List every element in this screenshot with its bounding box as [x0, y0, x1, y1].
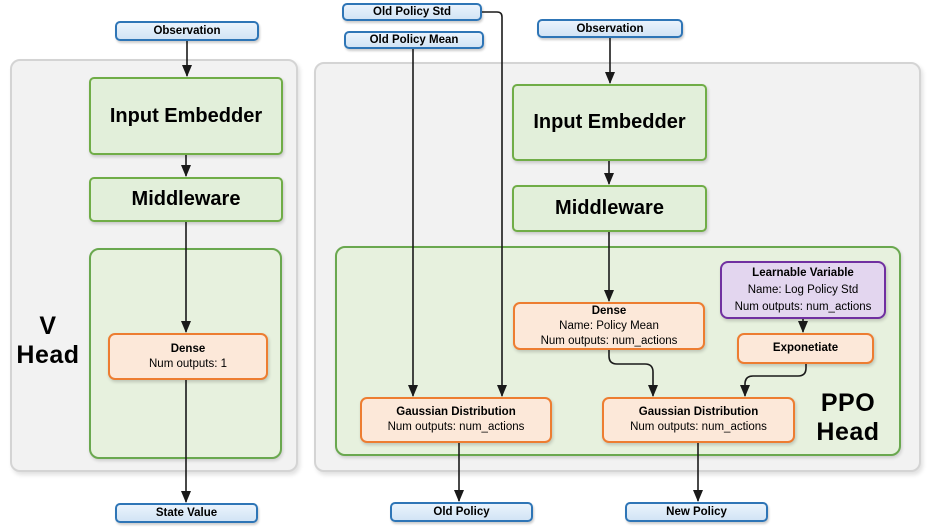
v-head-label-line2: Head: [16, 341, 80, 369]
gaussian-new-outputs: Num outputs: num_actions: [630, 421, 767, 433]
learnable-variable-title: Learnable Variable: [752, 266, 854, 279]
observation-input-ppo-label: Observation: [576, 22, 644, 35]
gaussian-distribution-new: Gaussian Distribution Num outputs: num_a…: [602, 397, 795, 443]
dense-policy-mean-title: Dense: [591, 304, 627, 317]
learnable-variable-name: Name: Log Policy Std: [747, 283, 859, 296]
old-policy-std-label: Old Policy Std: [373, 6, 451, 18]
ppo-head-label-line1: PPO: [820, 389, 876, 417]
dense-v: Dense Num outputs: 1: [108, 333, 268, 380]
state-value-label: State Value: [155, 507, 218, 519]
gaussian-old-title: Gaussian Distribution: [396, 406, 516, 418]
learnable-variable-outputs: Num outputs: num_actions: [734, 300, 872, 313]
input-embedder-ppo-label: Input Embedder: [533, 111, 686, 133]
exponetiate-label: Exponetiate: [772, 342, 839, 354]
exponetiate: Exponetiate: [737, 333, 874, 364]
state-value-output: State Value: [115, 503, 258, 523]
gaussian-distribution-old: Gaussian Distribution Num outputs: num_a…: [360, 397, 552, 443]
old-policy-output-label: Old Policy: [433, 506, 490, 518]
dense-v-outputs: Num outputs: 1: [149, 357, 227, 370]
input-embedder-v-label: Input Embedder: [109, 104, 263, 127]
old-policy-mean-label: Old Policy Mean: [369, 34, 459, 46]
old-policy-std-input: Old Policy Std: [342, 3, 482, 21]
observation-input-ppo: Observation: [537, 19, 683, 38]
dense-policy-mean-outputs: Num outputs: num_actions: [540, 334, 678, 347]
old-policy-mean-input: Old Policy Mean: [344, 31, 484, 49]
v-head-label-line1: V: [39, 312, 57, 340]
old-policy-output: Old Policy: [390, 502, 533, 522]
gaussian-new-title: Gaussian Distribution: [638, 406, 759, 418]
middleware-v-label: Middleware: [131, 188, 241, 210]
dense-v-title: Dense: [170, 342, 206, 355]
input-embedder-ppo: Input Embedder: [512, 84, 707, 161]
ppo-head-label-line2: Head: [816, 418, 880, 446]
learnable-variable: Learnable Variable Name: Log Policy Std …: [720, 261, 886, 319]
dense-policy-mean-name: Name: Policy Mean: [559, 319, 659, 332]
dense-policy-mean: Dense Name: Policy Mean Num outputs: num…: [513, 302, 705, 350]
middleware-ppo-label: Middleware: [555, 197, 664, 219]
ppo-head-label: PPO Head: [806, 389, 890, 447]
observation-input-v-label: Observation: [153, 25, 221, 37]
gaussian-old-outputs: Num outputs: num_actions: [387, 421, 525, 433]
new-policy-output-label: New Policy: [666, 506, 727, 518]
middleware-v: Middleware: [89, 177, 283, 222]
v-head-label: V Head: [8, 312, 88, 370]
new-policy-output: New Policy: [625, 502, 768, 522]
input-embedder-v: Input Embedder: [89, 77, 283, 155]
middleware-ppo: Middleware: [512, 185, 707, 232]
observation-input-v: Observation: [115, 21, 259, 41]
